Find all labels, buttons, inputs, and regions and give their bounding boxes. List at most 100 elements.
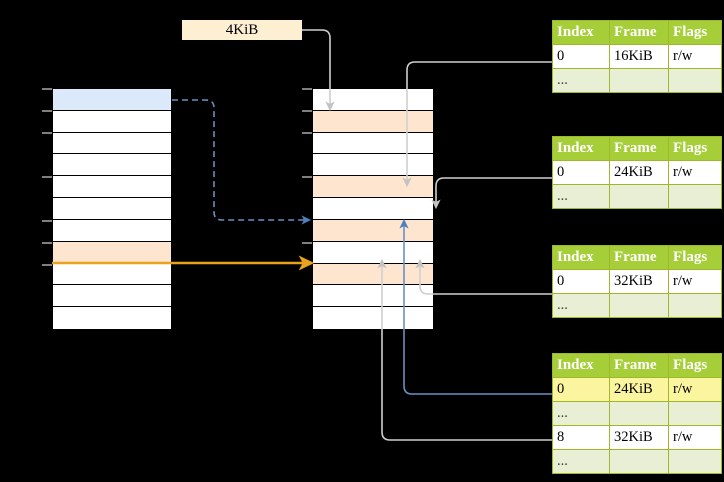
physical-cell-row-1 bbox=[313, 89, 433, 111]
virtual-cell-row-1 bbox=[53, 89, 171, 111]
cell-frame: 16KiB bbox=[608, 44, 670, 69]
cell-index: 0 bbox=[552, 377, 610, 402]
cell-index: 0 bbox=[552, 269, 610, 294]
table-row[interactable]: ... bbox=[552, 449, 722, 474]
cell-frame bbox=[608, 184, 670, 209]
cell-flags bbox=[668, 401, 722, 426]
cell-index: ... bbox=[552, 68, 610, 93]
virtual-tick-2 bbox=[42, 110, 52, 112]
cell-index: ... bbox=[552, 293, 610, 318]
virtual-cell-row-4 bbox=[53, 154, 171, 177]
cell-frame: 32KiB bbox=[608, 269, 670, 294]
column-header-frame: Frame bbox=[608, 20, 670, 45]
physical-tick-4 bbox=[302, 176, 312, 178]
cell-frame bbox=[608, 293, 670, 318]
cell-flags: r/w bbox=[668, 377, 722, 402]
column-header-index: Index bbox=[552, 20, 610, 45]
column-header-flags: Flags bbox=[668, 136, 722, 161]
physical-tick-2 bbox=[302, 110, 312, 112]
virtual-cell-row-7 bbox=[53, 219, 171, 242]
cell-frame: 24KiB bbox=[608, 377, 670, 402]
physical-cell-row-4 bbox=[313, 154, 433, 177]
wire-virtual-dashed-to-physical bbox=[172, 99, 312, 225]
size-label-4kib: 4KiB bbox=[182, 20, 302, 40]
virtual-tick-3 bbox=[42, 132, 52, 134]
virtual-cell-row-3 bbox=[53, 132, 171, 155]
table-row[interactable]: ... bbox=[552, 293, 722, 318]
virtual-cell-row-5 bbox=[53, 176, 171, 199]
cell-index: ... bbox=[552, 184, 610, 209]
cell-frame bbox=[608, 68, 670, 93]
cell-index: ... bbox=[552, 401, 610, 426]
cell-index: 8 bbox=[552, 425, 610, 450]
virtual-cell-row-10 bbox=[53, 285, 171, 308]
virtual-cell-row-11 bbox=[53, 307, 171, 329]
physical-cell-row-9 bbox=[313, 263, 433, 286]
cell-frame bbox=[608, 449, 670, 474]
virtual-tick-4 bbox=[42, 176, 52, 178]
table-row[interactable]: ... bbox=[552, 68, 722, 93]
column-header-index: Index bbox=[552, 136, 610, 161]
cell-frame: 24KiB bbox=[608, 160, 670, 185]
virtual-tick-6 bbox=[42, 242, 52, 244]
virtual-tick-1 bbox=[42, 88, 52, 90]
cell-flags bbox=[668, 68, 722, 93]
cell-flags bbox=[668, 449, 722, 474]
cell-index: 0 bbox=[552, 160, 610, 185]
physical-tick-5 bbox=[302, 242, 312, 244]
wire-table2-to-physical bbox=[431, 177, 552, 210]
column-header-flags: Flags bbox=[668, 20, 722, 45]
cell-flags bbox=[668, 293, 722, 318]
physical-cell-row-2 bbox=[313, 110, 433, 133]
column-header-flags: Flags bbox=[668, 245, 722, 270]
virtual-cell-row-9 bbox=[53, 263, 171, 286]
physical-cell-row-8 bbox=[313, 241, 433, 264]
virtual-address-space-column bbox=[52, 88, 172, 330]
virtual-tick-7 bbox=[42, 264, 52, 266]
physical-memory-column bbox=[312, 88, 434, 330]
virtual-tick-5 bbox=[42, 220, 52, 222]
cell-index: 0 bbox=[552, 44, 610, 69]
cell-flags: r/w bbox=[668, 44, 722, 69]
cell-flags: r/w bbox=[668, 269, 722, 294]
table-row[interactable]: ... bbox=[552, 184, 722, 209]
physical-tick-3 bbox=[302, 132, 312, 134]
physical-cell-row-3 bbox=[313, 132, 433, 155]
physical-cell-row-11 bbox=[313, 307, 433, 329]
column-header-index: Index bbox=[552, 353, 610, 378]
column-header-frame: Frame bbox=[608, 245, 670, 270]
virtual-cell-row-2 bbox=[53, 110, 171, 133]
column-header-index: Index bbox=[552, 245, 610, 270]
column-header-flags: Flags bbox=[668, 353, 722, 378]
wire-table3-to-physical bbox=[415, 258, 552, 295]
cell-flags: r/w bbox=[668, 425, 722, 450]
physical-cell-row-6 bbox=[313, 198, 433, 220]
physical-tick-1 bbox=[302, 88, 312, 90]
column-header-frame: Frame bbox=[608, 353, 670, 378]
physical-cell-row-10 bbox=[313, 285, 433, 308]
cell-frame bbox=[608, 401, 670, 426]
virtual-cell-row-6 bbox=[53, 198, 171, 220]
column-header-frame: Frame bbox=[608, 136, 670, 161]
cell-flags bbox=[668, 184, 722, 209]
cell-index: ... bbox=[552, 449, 610, 474]
table-row[interactable]: ... bbox=[552, 401, 722, 426]
physical-cell-row-5 bbox=[313, 176, 433, 199]
physical-cell-row-7 bbox=[313, 219, 433, 242]
cell-flags: r/w bbox=[668, 160, 722, 185]
virtual-cell-row-8 bbox=[53, 241, 171, 264]
